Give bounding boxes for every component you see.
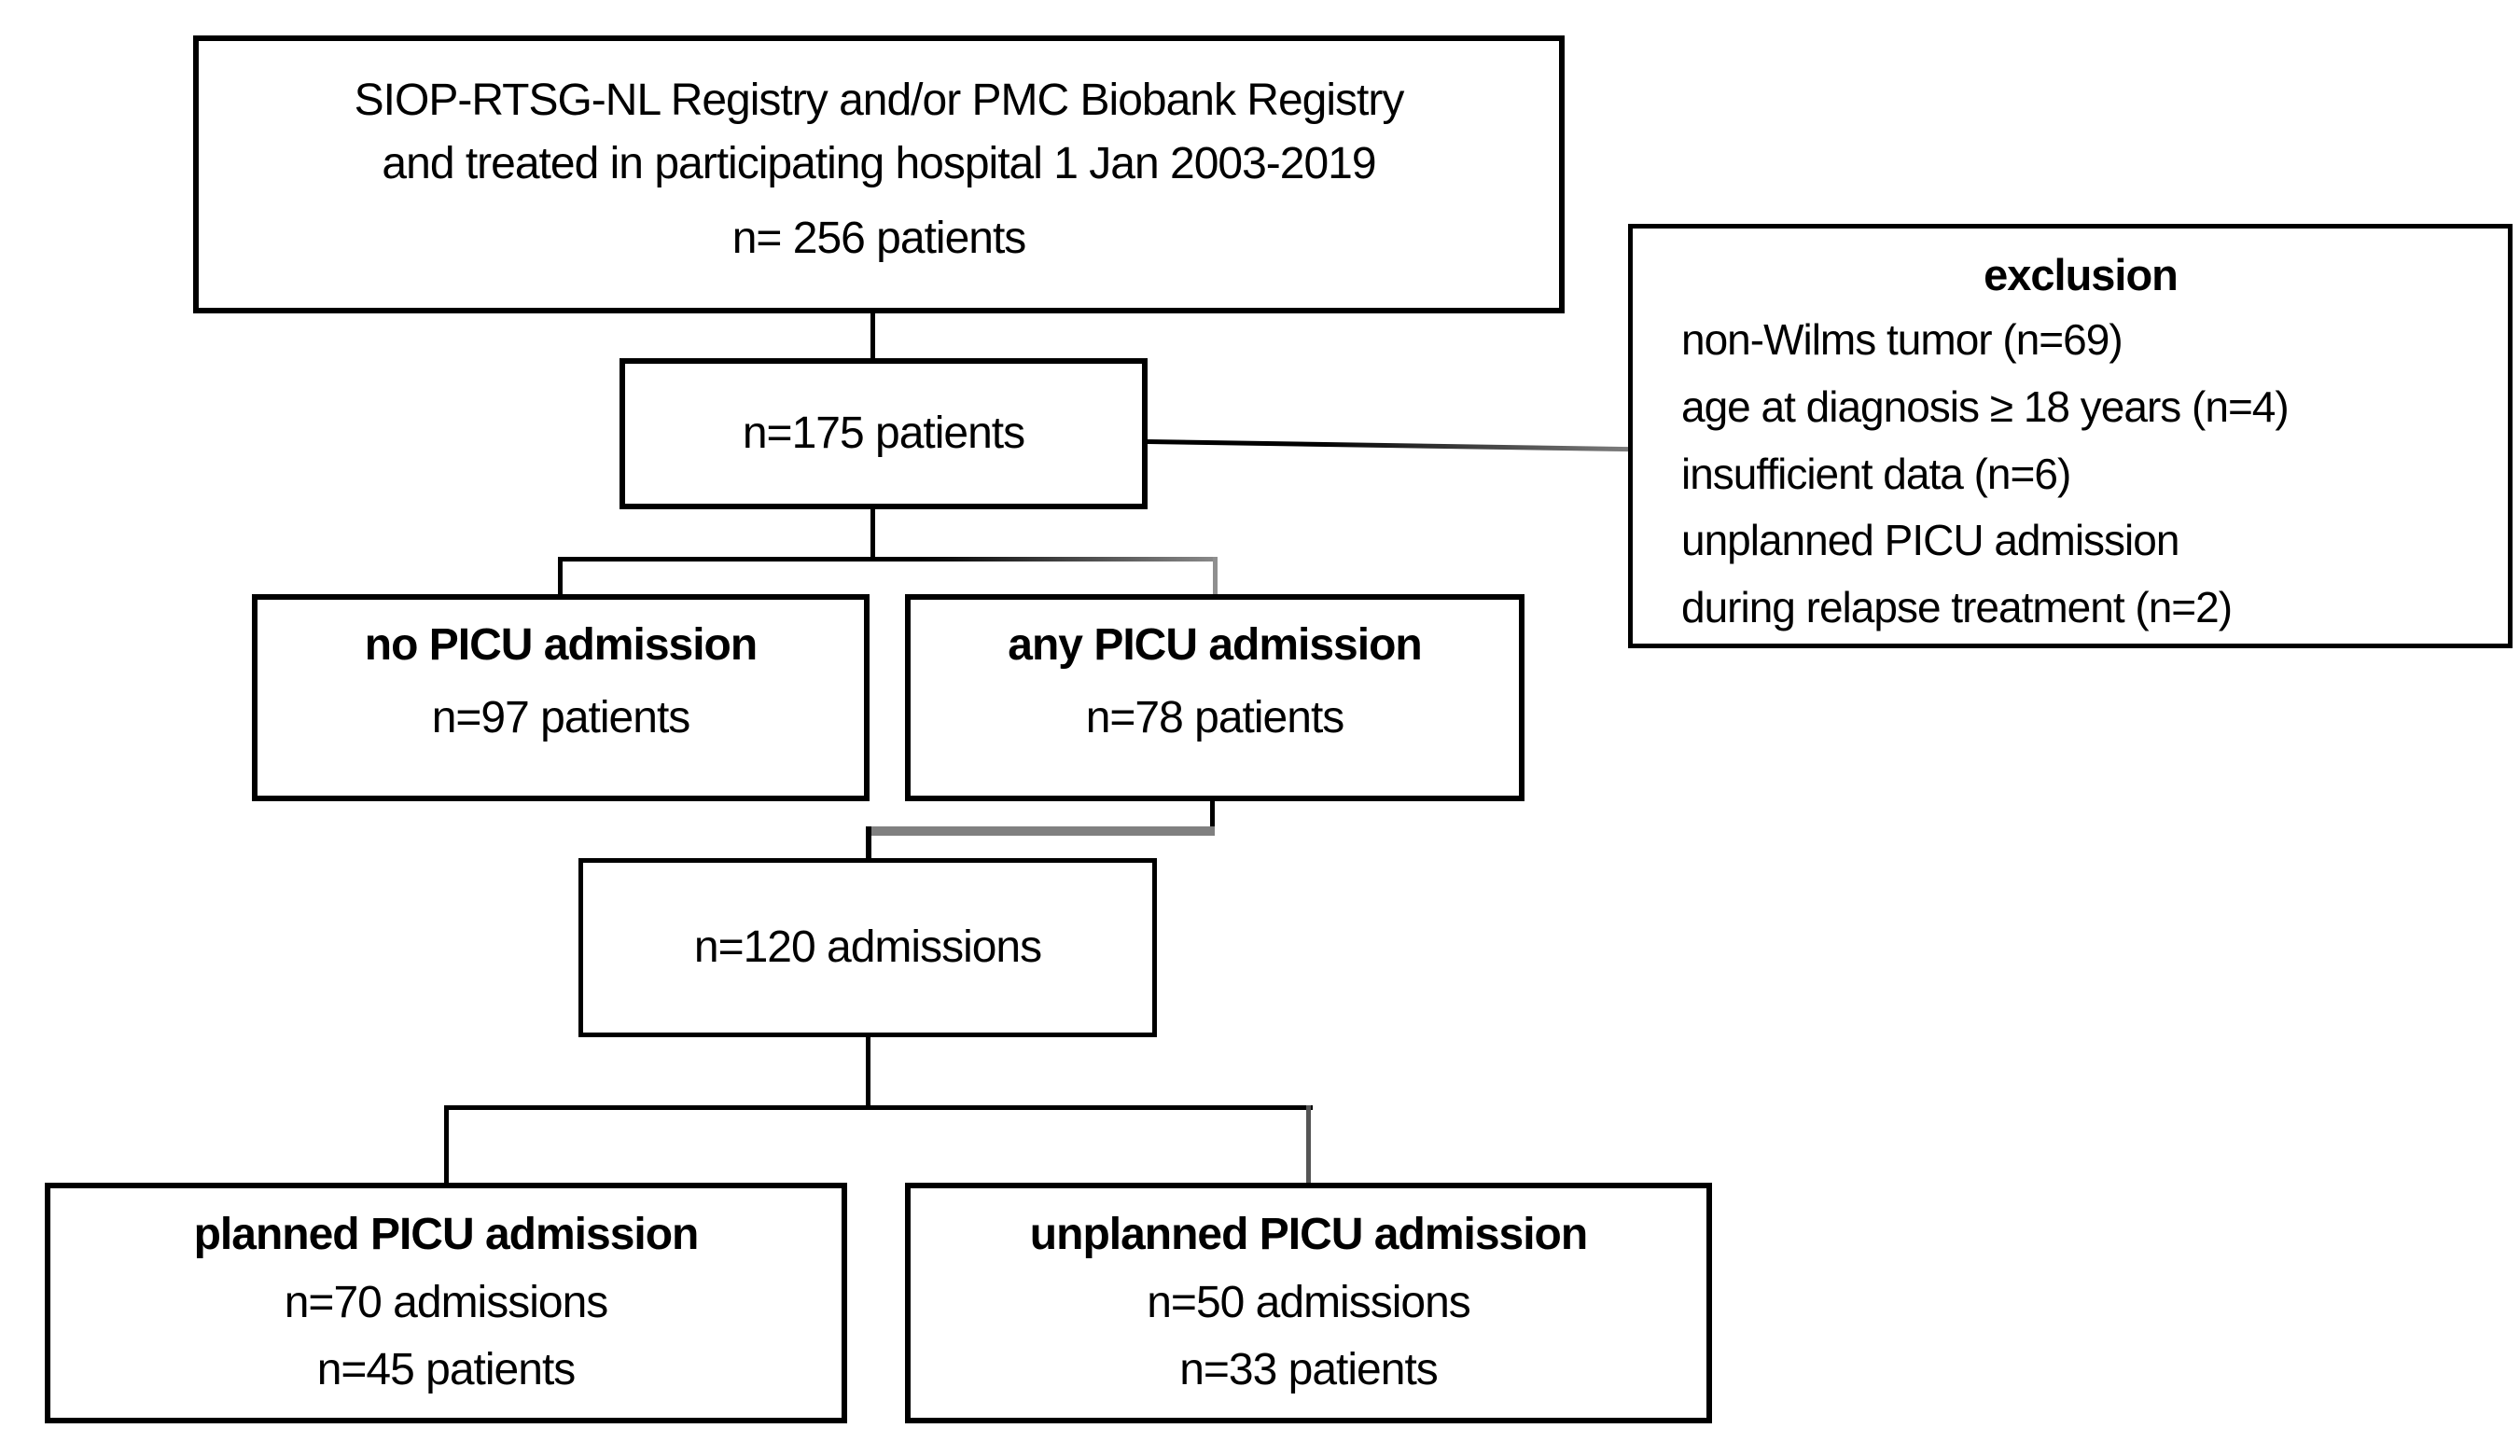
no-picu-admission-count: n=97 patients xyxy=(431,693,691,742)
connector-split1-horizontal-line xyxy=(558,557,1218,562)
planned-picu-admission-title: planned PICU admission xyxy=(193,1210,700,1260)
exclusion-item-during-relapse: during relapse treatment (n=2) xyxy=(1681,583,2233,632)
eligible-patients-box: n=175 patients xyxy=(620,358,1148,509)
connector-elbow-to-admissions-line xyxy=(866,826,871,860)
planned-picu-admission-box: planned PICU admission n=70 admissions n… xyxy=(45,1183,847,1423)
connector-split1-to-any-picu-line xyxy=(1213,557,1218,594)
exclusion-box: exclusion non-Wilms tumor (n=69) age at … xyxy=(1628,224,2513,648)
any-picu-admission-count: n=78 patients xyxy=(1085,693,1345,742)
connector-any-picu-elbow-horizontal-line xyxy=(866,826,1215,836)
connector-split2-to-unplanned-line xyxy=(1306,1105,1311,1183)
no-picu-admission-title: no PICU admission xyxy=(364,619,758,670)
connector-admissions-down-line xyxy=(866,1037,870,1105)
unplanned-picu-admission-title: unplanned PICU admission xyxy=(1029,1210,1588,1260)
total-admissions-count: n=120 admissions xyxy=(693,922,1042,972)
exclusion-title: exclusion xyxy=(1984,250,2179,299)
source-registry-count: n= 256 patients xyxy=(731,213,1027,263)
unplanned-picu-admissions-count: n=50 admissions xyxy=(1147,1277,1471,1327)
source-registry-line2: and treated in participating hospital 1 … xyxy=(382,139,1376,189)
connector-split1-to-no-picu-line xyxy=(558,557,563,594)
connector-any-picu-elbow-vertical-line xyxy=(1210,801,1215,829)
unplanned-picu-admission-box: unplanned PICU admission n=50 admissions… xyxy=(905,1183,1712,1423)
unplanned-picu-patients-count: n=33 patients xyxy=(1179,1345,1439,1395)
connector-split2-to-planned-line xyxy=(444,1105,449,1183)
source-registry-box: SIOP-RTSG-NL Registry and/or PMC Biobank… xyxy=(193,35,1565,313)
source-registry-line1: SIOP-RTSG-NL Registry and/or PMC Biobank… xyxy=(354,76,1405,125)
connector-eligible-down-line xyxy=(870,509,875,557)
no-picu-admission-box: no PICU admission n=97 patients xyxy=(252,594,870,801)
exclusion-item-age: age at diagnosis ≥ 18 years (n=4) xyxy=(1681,381,2290,431)
exclusion-item-non-wilms: non-Wilms tumor (n=69) xyxy=(1681,315,2123,365)
connector-source-to-eligible-line xyxy=(870,313,875,358)
planned-picu-admissions-count: n=70 admissions xyxy=(284,1277,609,1327)
exclusion-item-insufficient: insufficient data (n=6) xyxy=(1681,449,2071,498)
any-picu-admission-box: any PICU admission n=78 patients xyxy=(905,594,1525,801)
any-picu-admission-title: any PICU admission xyxy=(1008,619,1422,670)
exclusion-item-unplanned-picu: unplanned PICU admission xyxy=(1681,516,2179,565)
planned-picu-patients-count: n=45 patients xyxy=(316,1345,577,1395)
connector-split2-horizontal-line xyxy=(444,1105,1313,1110)
connector-eligible-to-exclusion-line xyxy=(1147,439,1629,452)
total-admissions-box: n=120 admissions xyxy=(578,858,1157,1037)
eligible-patients-count: n=175 patients xyxy=(742,408,1025,458)
